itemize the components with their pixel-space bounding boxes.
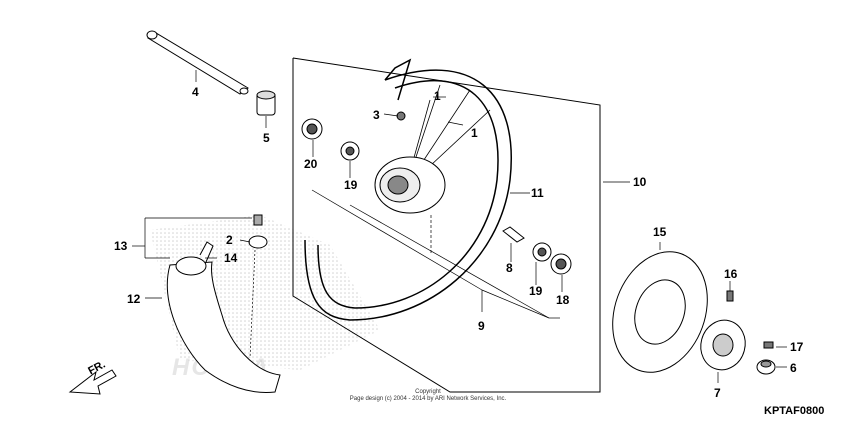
flange-part [700, 319, 746, 371]
copyright-notice: Copyright Page design (c) 2004 - 2014 by… [338, 389, 518, 403]
callout-11: 11 [531, 186, 544, 200]
diagram-code: KPTAF0800 [764, 405, 825, 417]
callout-7: 7 [714, 386, 721, 400]
distance-collar-part [502, 226, 525, 243]
callout-19-right: 19 [529, 284, 543, 298]
callout-10: 10 [633, 175, 647, 189]
front-direction-arrow [68, 369, 117, 395]
wheel-hub-part [374, 156, 446, 214]
axle-part [146, 30, 249, 95]
collar-part [256, 90, 276, 116]
callout-17: 17 [790, 340, 804, 354]
collar-6-part [756, 359, 776, 375]
bearing-19-left-part [340, 141, 360, 161]
callout-1a: 1 [434, 89, 441, 103]
rim-nut-2-part [248, 235, 268, 249]
callout-1b: 1 [471, 126, 478, 140]
bearing-19-right-part [532, 242, 552, 262]
callout-2: 2 [226, 233, 233, 247]
callout-19-left: 19 [344, 178, 358, 192]
bearing-20-part [301, 118, 323, 140]
callout-16: 16 [724, 267, 738, 281]
callout-14: 14 [224, 251, 238, 265]
callout-18: 18 [556, 293, 570, 307]
callout-12: 12 [127, 292, 141, 306]
tube-part [175, 241, 214, 276]
callout-5: 5 [263, 131, 270, 145]
copyright-line-1: Copyright [415, 389, 441, 395]
callout-3: 3 [373, 108, 380, 122]
callout-6: 6 [790, 361, 797, 375]
callout-8: 8 [506, 261, 513, 275]
copyright-line-2: Page design (c) 2004 - 2014 by ARI Netwo… [349, 396, 507, 402]
callout-9: 9 [478, 319, 485, 333]
nut-3-part [396, 111, 406, 121]
callout-15: 15 [653, 225, 667, 239]
seal-18-part [550, 253, 572, 275]
wheel-rim-part [304, 58, 512, 321]
callout-13: 13 [114, 239, 128, 253]
assembly-outline [292, 57, 601, 393]
callout-4: 4 [192, 85, 199, 99]
leader-lines [132, 70, 787, 383]
valve-cap-part [253, 214, 263, 226]
tire-part [166, 261, 281, 394]
disc-bolt-part [726, 290, 734, 302]
screw-17-part [763, 341, 774, 349]
brake-disc-part [612, 251, 708, 373]
callout-20: 20 [304, 157, 318, 171]
